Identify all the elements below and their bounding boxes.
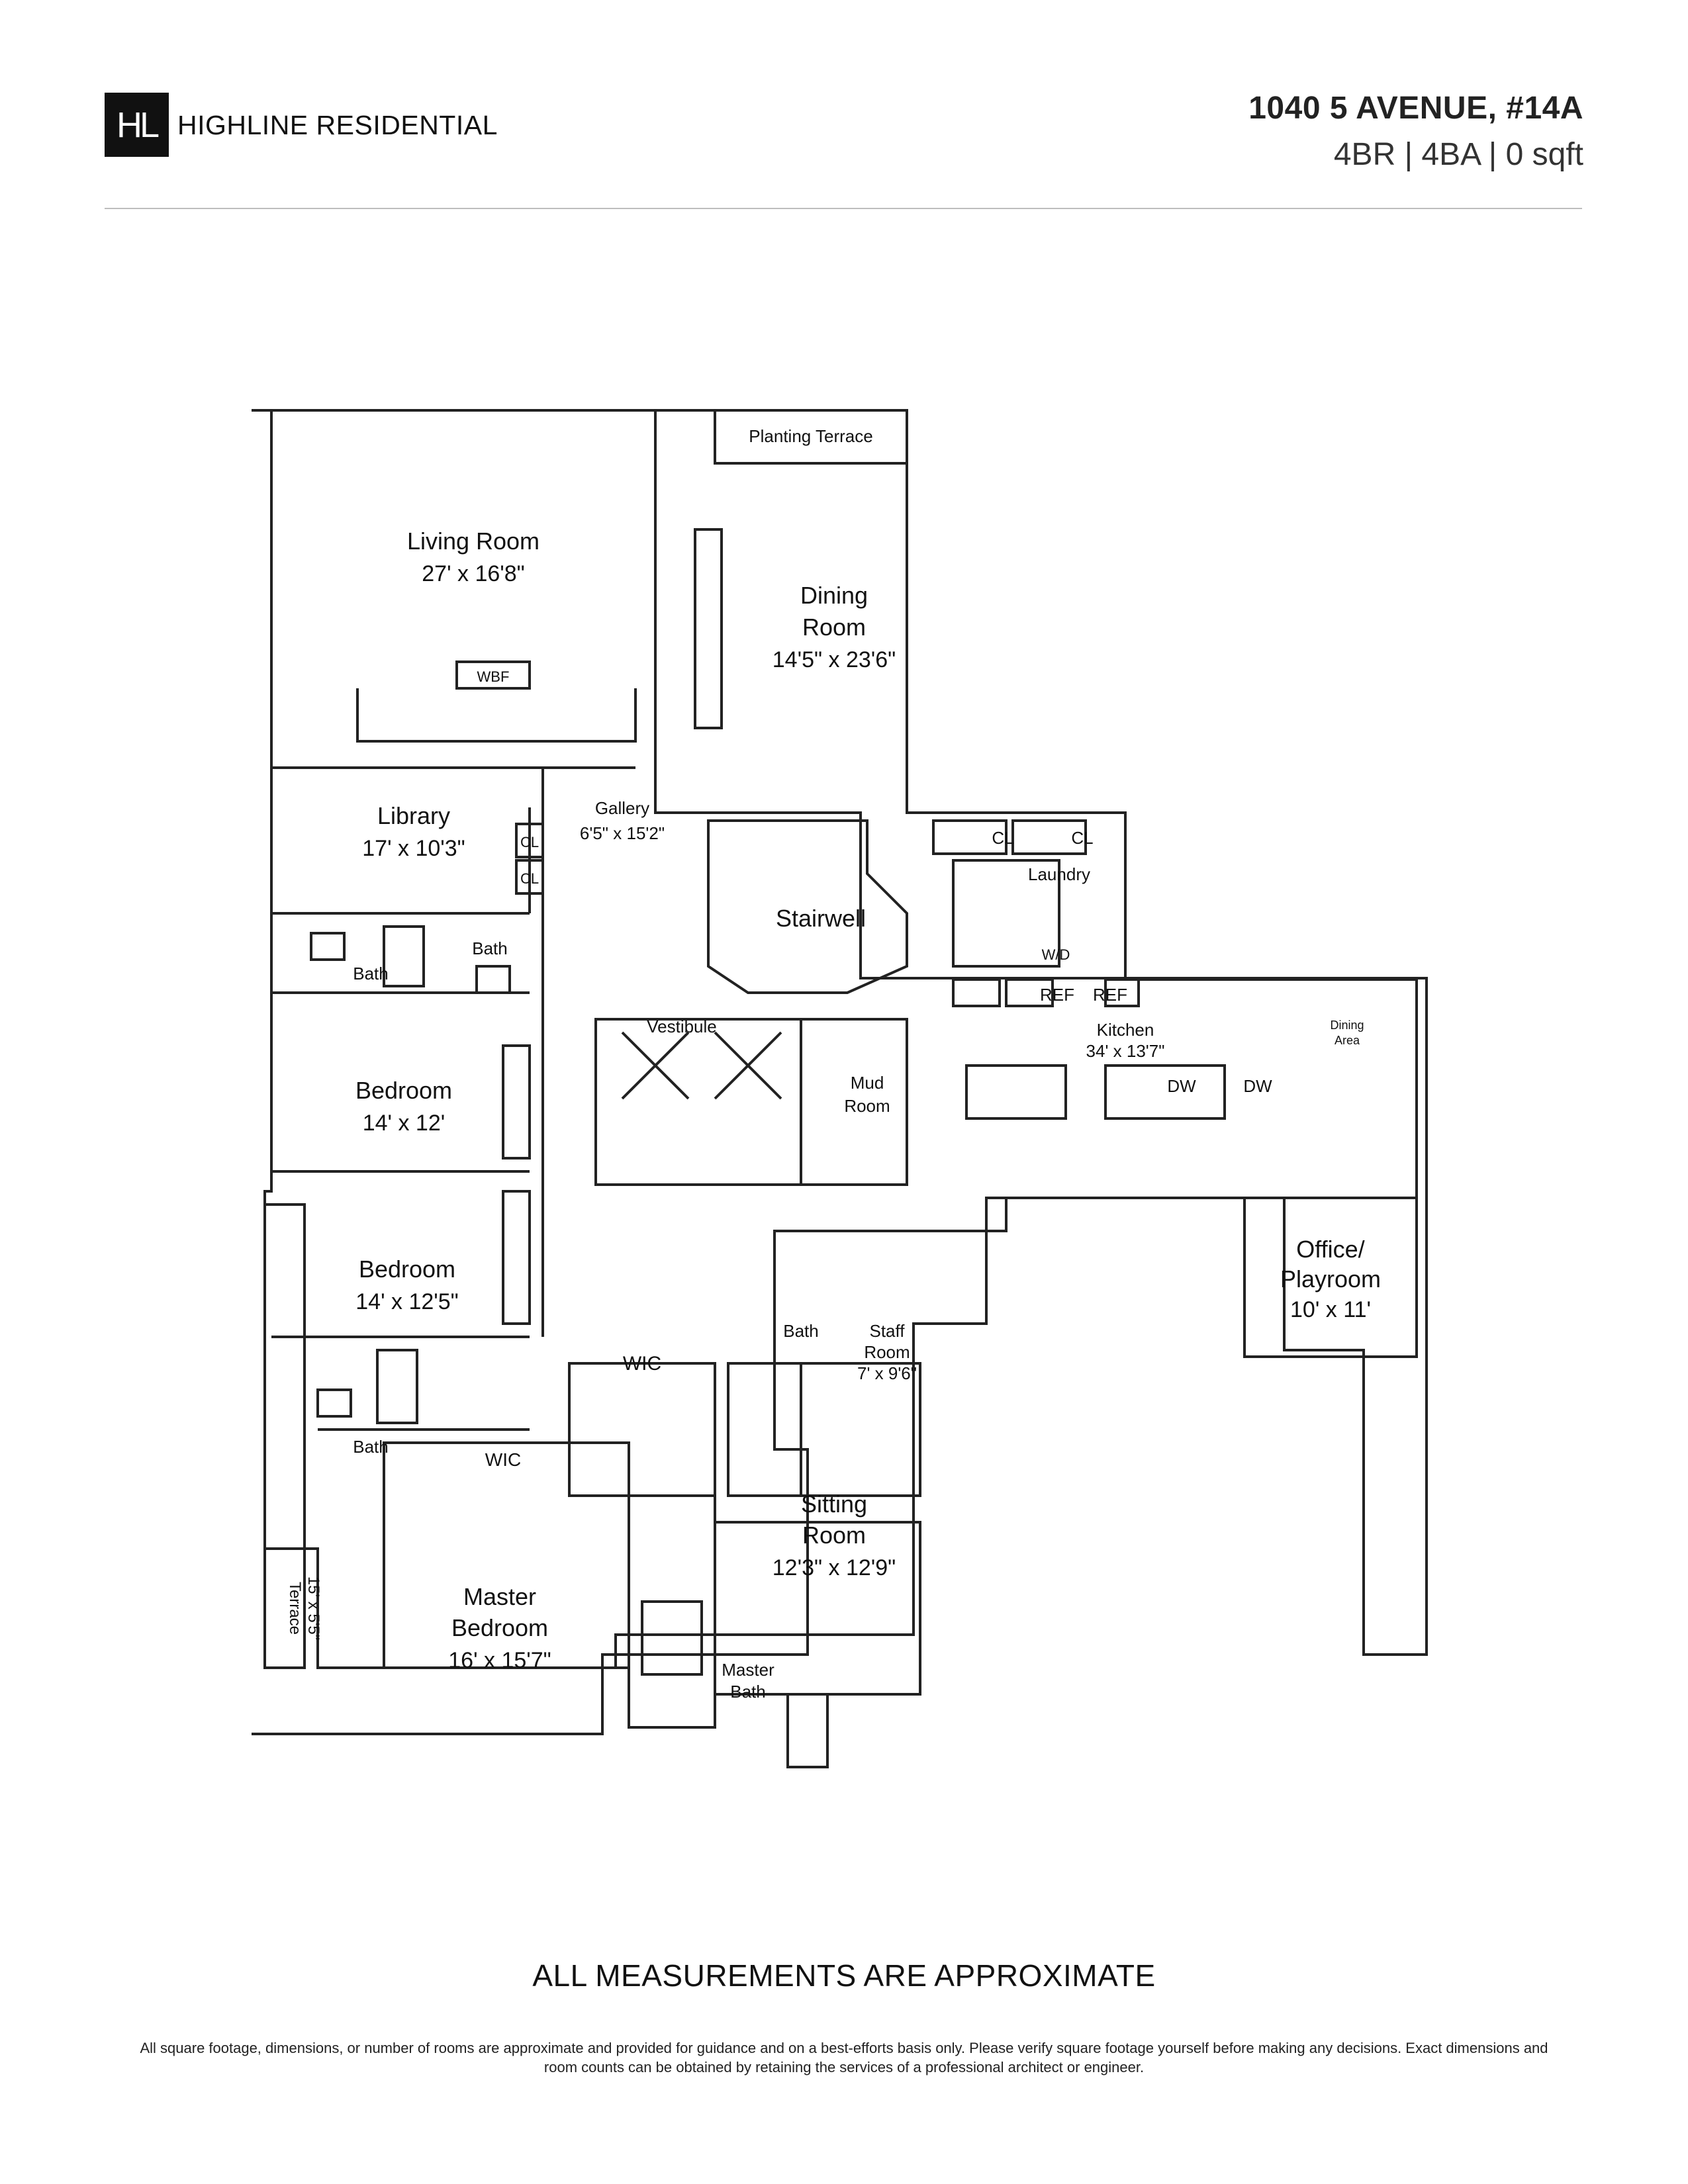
kitchen-island bbox=[965, 1064, 1067, 1120]
bath-label: Bath bbox=[353, 1437, 389, 1457]
dining-area-label-2: Area bbox=[1335, 1034, 1360, 1047]
ref-label: REF bbox=[1093, 985, 1127, 1005]
master-bath-label: Master bbox=[722, 1660, 774, 1680]
tub bbox=[376, 1349, 418, 1424]
bath-walls bbox=[727, 1362, 802, 1497]
shower bbox=[641, 1600, 703, 1676]
staff-room-label-2: Room bbox=[864, 1342, 910, 1362]
master-bath-label-2: Bath bbox=[730, 1682, 766, 1702]
staff-room-dims: 7' x 9'6" bbox=[857, 1363, 917, 1383]
office-label-2: Playroom bbox=[1280, 1265, 1381, 1293]
dishwasher-label: DW bbox=[1243, 1076, 1272, 1096]
wic-walls bbox=[568, 1362, 716, 1497]
bath-label: Bath bbox=[472, 938, 508, 958]
fireplace bbox=[455, 660, 531, 690]
ref bbox=[952, 978, 1001, 1007]
closet-label: CL bbox=[520, 870, 539, 887]
living-room-label: Living Room bbox=[407, 527, 539, 555]
closet-label: CL bbox=[520, 834, 539, 850]
measurements-note: ALL MEASUREMENTS ARE APPROXIMATE bbox=[532, 1958, 1156, 1993]
kitchen-dims: 34' x 13'7" bbox=[1086, 1041, 1165, 1061]
library-label: Library bbox=[377, 802, 450, 829]
elevator-block bbox=[594, 1018, 908, 1186]
stairwell-walls bbox=[707, 819, 908, 994]
bath-label: Bath bbox=[783, 1321, 819, 1341]
sitting-room-dims: 12'3" x 12'9" bbox=[773, 1555, 896, 1580]
dining-room-label: Dining bbox=[800, 582, 868, 609]
office-walls bbox=[1243, 1197, 1418, 1358]
disclaimer: All square footage, dimensions, or numbe… bbox=[140, 2040, 1548, 2075]
laundry-label: Laundry bbox=[1028, 864, 1090, 884]
kitchen-label: Kitchen bbox=[1097, 1020, 1154, 1040]
outer-wall bbox=[252, 409, 1428, 1735]
bedroom-2-dims: 14' x 12'5" bbox=[355, 1289, 459, 1314]
office-dims: 10' x 11' bbox=[1290, 1297, 1371, 1322]
laundry-box bbox=[952, 859, 1060, 968]
ref bbox=[1005, 978, 1054, 1007]
closet-label: CL bbox=[1071, 828, 1093, 848]
closet-label: CL bbox=[992, 828, 1013, 848]
floor-plan: Planting Terrace Living Room 27' x 16'8"… bbox=[252, 409, 1428, 1768]
sink bbox=[316, 1388, 352, 1418]
closet-bank bbox=[502, 1044, 531, 1160]
wic-label: WIC bbox=[623, 1353, 661, 1375]
fireplace-wall bbox=[356, 688, 637, 743]
bedroom-2-label: Bedroom bbox=[359, 1255, 455, 1283]
elevator-x bbox=[714, 1031, 782, 1100]
mud-room-label-2: Room bbox=[844, 1096, 890, 1116]
wbf-label: WBF bbox=[477, 668, 510, 685]
mud-room-label: Mud bbox=[851, 1073, 884, 1093]
sink bbox=[475, 965, 511, 994]
closet bbox=[1011, 819, 1087, 855]
office-label: Office/ bbox=[1296, 1236, 1364, 1263]
terrace-dims: 15' x 5'5" bbox=[305, 1576, 322, 1640]
dining-area-label: Dining bbox=[1330, 1019, 1364, 1032]
living-room-dims: 27' x 16'8" bbox=[422, 561, 525, 586]
listing-specs: 4BR | 4BA | 0 sqft bbox=[1333, 137, 1583, 172]
planting-terrace-label: Planting Terrace bbox=[749, 426, 872, 446]
bedroom-1-dims: 14' x 12' bbox=[363, 1111, 445, 1136]
closet-bank bbox=[502, 1190, 531, 1325]
master-bedroom-label: Master bbox=[463, 1583, 536, 1610]
ref-label: REF bbox=[1040, 985, 1074, 1005]
range bbox=[1104, 978, 1140, 1007]
gallery-label: Gallery bbox=[595, 798, 649, 818]
terrace-strip bbox=[263, 1203, 306, 1669]
tub bbox=[786, 1693, 829, 1768]
brand-logo: HL bbox=[105, 93, 169, 157]
terrace-label: Terrace bbox=[286, 1582, 304, 1635]
header-divider bbox=[105, 208, 1582, 209]
washer-dryer-label: W/D bbox=[1042, 946, 1070, 963]
listing-address: 1040 5 AVENUE, #14A bbox=[1248, 91, 1583, 126]
sitting-room-label-2: Room bbox=[802, 1522, 866, 1549]
header: HL HIGHLINE RESIDENTIAL 1040 5 AVENUE, #… bbox=[0, 0, 1688, 218]
wic-label: WIC bbox=[485, 1449, 521, 1470]
master-bedroom-dims: 16' x 15'7" bbox=[448, 1648, 551, 1673]
master-bedroom-label-2: Bedroom bbox=[451, 1614, 548, 1641]
sink bbox=[310, 932, 346, 961]
bath-label: Bath bbox=[353, 964, 389, 983]
bedroom-1-label: Bedroom bbox=[355, 1077, 452, 1104]
master-bath-walls bbox=[628, 1494, 716, 1729]
sitting-room-label: Sitting bbox=[801, 1490, 867, 1518]
library-dims: 17' x 10'3" bbox=[362, 836, 465, 861]
stairwell-label: Stairwell bbox=[776, 905, 866, 932]
column bbox=[694, 528, 723, 729]
vestibule-label: Vestibule bbox=[647, 1017, 717, 1036]
dining-room-dims: 14'5" x 23'6" bbox=[773, 647, 896, 672]
staff-room-walls bbox=[800, 1362, 921, 1497]
planting-terrace-box bbox=[714, 409, 908, 465]
tub bbox=[383, 925, 425, 987]
gallery-dims: 6'5" x 15'2" bbox=[580, 823, 665, 843]
kitchen-island bbox=[1104, 1064, 1226, 1120]
elevator-x bbox=[621, 1031, 690, 1100]
closet bbox=[932, 819, 1008, 855]
dining-room-label-2: Room bbox=[802, 614, 866, 641]
staff-room-label: Staff bbox=[869, 1321, 905, 1341]
dishwasher-label: DW bbox=[1167, 1076, 1196, 1096]
brand-name: HIGHLINE RESIDENTIAL bbox=[177, 110, 498, 140]
